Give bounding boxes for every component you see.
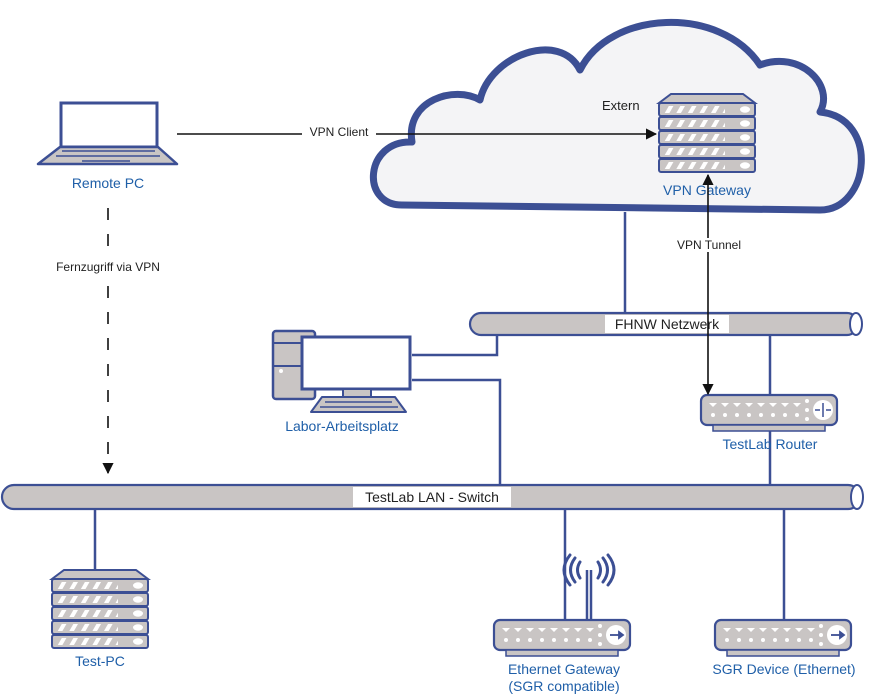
ethernet-gateway-label-line2: (SGR compatible)	[508, 678, 619, 694]
testlab-lan-bus: TestLab LAN - Switch	[0, 483, 864, 511]
labor-arbeitsplatz-node[interactable]: Labor-Arbeitsplatz	[271, 329, 412, 434]
laptop-icon	[36, 101, 179, 166]
fernzugriff-edge: Fernzugriff via VPN	[40, 208, 178, 475]
ethernet-gateway-label-line1: Ethernet Gateway	[508, 661, 620, 677]
remote-pc-label: Remote PC	[72, 175, 144, 191]
vpn-gateway-label: VPN Gateway	[663, 182, 751, 198]
vpn-client-edge: VPN Client	[177, 125, 658, 140]
test-pc-label: Test-PC	[75, 653, 125, 669]
remote-pc-node[interactable]: Remote PC	[36, 101, 179, 191]
testlab-lan-label: TestLab LAN - Switch	[365, 489, 499, 505]
fhnw-netzwerk-label: FHNW Netzwerk	[615, 316, 720, 332]
testlab-router-label: TestLab Router	[723, 436, 818, 452]
router-arrows-glyph	[815, 403, 831, 417]
fhnw-netzwerk-bus: FHNW Netzwerk	[468, 311, 863, 337]
sgr-device-label: SGR Device (Ethernet)	[712, 661, 855, 677]
network-links	[93, 212, 786, 620]
wifi-signal-icon	[562, 553, 616, 587]
arrow-right-glyph	[831, 630, 846, 640]
wireless-gateway-icon	[492, 553, 632, 657]
arrow-right-glyph	[610, 630, 625, 640]
labor-arbeitsplatz-label: Labor-Arbeitsplatz	[285, 418, 399, 434]
labor-lan-link	[412, 378, 502, 485]
fernzugriff-label: Fernzugriff via VPN	[56, 260, 160, 274]
server-icon	[49, 569, 151, 649]
ethernet-gateway-node[interactable]: Ethernet Gateway (SGR compatible)	[492, 553, 632, 694]
vpn-tunnel-label: VPN Tunnel	[677, 238, 741, 252]
vpn-tunnel-edge: VPN Tunnel	[668, 173, 750, 396]
vpn-gateway-node[interactable]: VPN Gateway	[656, 93, 758, 198]
router-icon	[699, 393, 839, 432]
testlab-router-node[interactable]: TestLab Router	[699, 393, 839, 452]
test-pc-node[interactable]: Test-PC	[49, 569, 151, 669]
labor-fhnw-link	[412, 334, 499, 357]
extern-label: Extern	[602, 98, 640, 113]
server-icon	[656, 93, 758, 173]
ethernet-device-icon	[713, 618, 853, 657]
extern-cloud	[369, 19, 865, 214]
sgr-device-node[interactable]: SGR Device (Ethernet)	[712, 618, 856, 677]
vpn-client-label: VPN Client	[310, 125, 369, 139]
desktop-computer-icon	[271, 329, 412, 413]
